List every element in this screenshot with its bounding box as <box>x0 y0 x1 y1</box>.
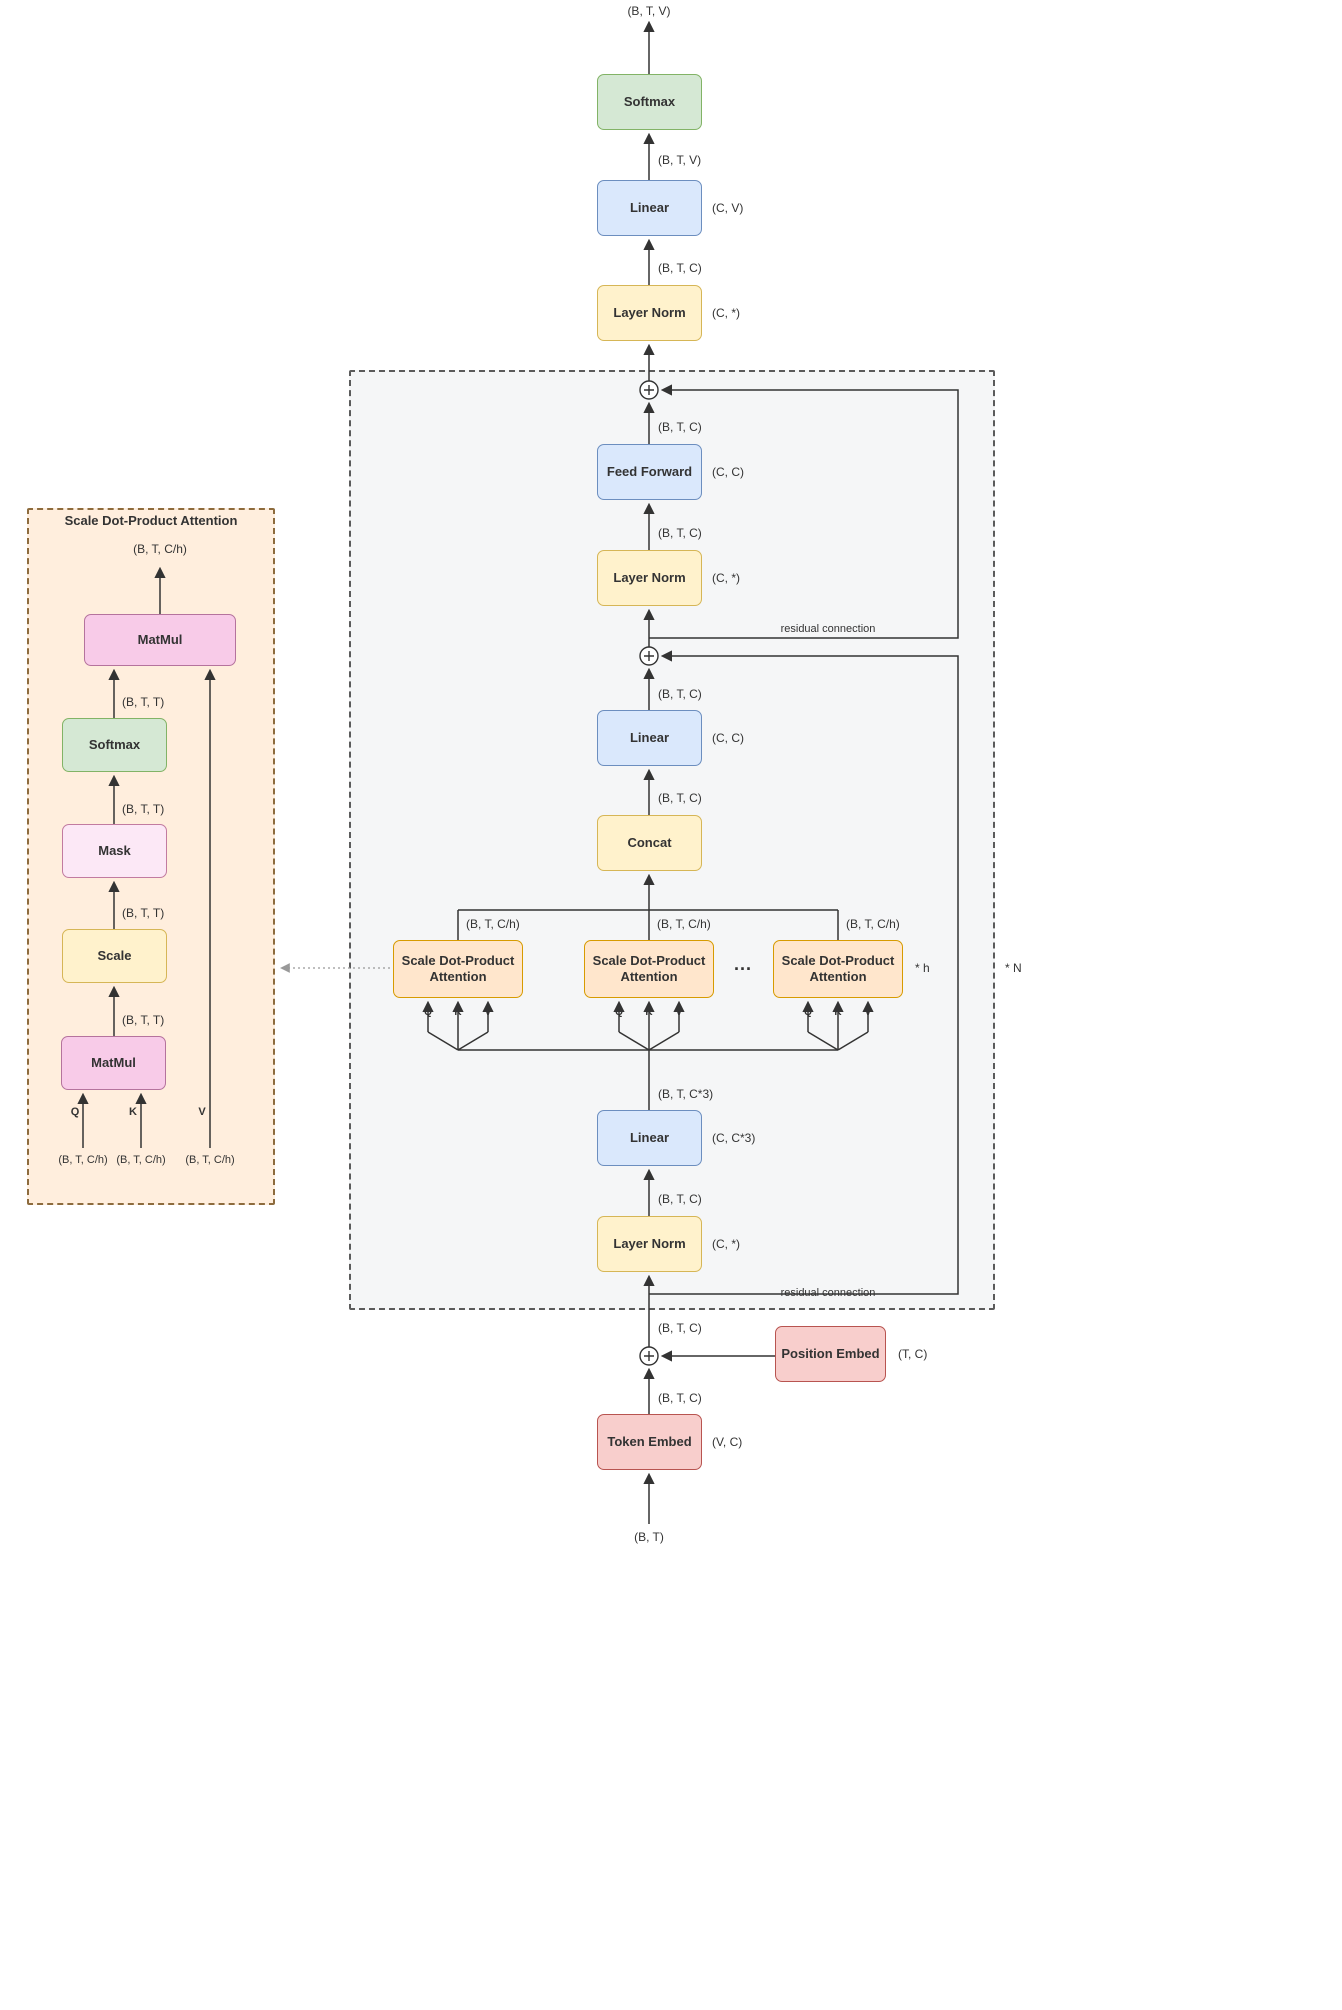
detail-mask-node: Mask <box>62 824 167 878</box>
detail-matmul-qk-node: MatMul <box>61 1036 166 1090</box>
qkv-label-q1: Q <box>424 1007 432 1018</box>
dim-label-output: (B, T, V) <box>627 4 671 18</box>
linear-proj-node: Linear <box>597 710 702 766</box>
qkv-fan-arrows <box>422 1000 874 1110</box>
side-label-tc: (T, C) <box>898 1347 928 1361</box>
detail-dim-label-btt-1: (B, T, T) <box>122 695 165 709</box>
detail-dim-label-btt-4: (B, T, T) <box>122 1013 165 1027</box>
qkv-label-k1: K <box>454 1007 462 1018</box>
qkv-label-v1: V <box>484 1007 492 1018</box>
detail-dim-label-q-input: (B, T, C/h) <box>58 1154 108 1166</box>
layer-norm-ff-node: Layer Norm <box>597 550 702 606</box>
residual-label-1: residual connection <box>780 623 876 635</box>
token-embed-node: Token Embed <box>597 1414 702 1470</box>
qkv-label-q3: Q <box>804 1007 812 1018</box>
multiplier-h-label: * h <box>915 961 930 975</box>
dim-label-btch-head2: (B, T, C/h) <box>657 917 711 931</box>
concat-node: Concat <box>597 815 702 871</box>
qkv-label-k2: K <box>645 1007 653 1018</box>
dim-label-btch-head1: (B, T, C/h) <box>466 917 520 931</box>
attention-head-1-node: Scale Dot-Product Attention <box>393 940 523 998</box>
dim-label-btc-2: (B, T, C) <box>658 420 702 434</box>
detail-softmax-node: Softmax <box>62 718 167 772</box>
detail-q-label: Q <box>70 1106 80 1118</box>
residual-connections <box>649 384 959 1295</box>
detail-dim-label-output: (B, T, C/h) <box>133 542 187 556</box>
detail-arrows <box>77 566 216 1148</box>
side-label-cstar-3: (C, *) <box>712 1237 740 1251</box>
qkv-label-v3: V <box>864 1007 872 1018</box>
dim-label-btch-head3: (B, T, C/h) <box>846 917 900 931</box>
linear-qkv-node: Linear <box>597 1110 702 1166</box>
detail-title: Scale Dot-Product Attention <box>64 513 238 528</box>
qkv-label-k3: K <box>834 1007 842 1018</box>
dim-label-btc-3: (B, T, C) <box>658 526 702 540</box>
detail-k-label: K <box>129 1106 137 1118</box>
dim-label-btc-7: (B, T, C) <box>658 1321 702 1335</box>
dim-label-btc-5: (B, T, C) <box>658 791 702 805</box>
side-label-cstar-2: (C, *) <box>712 571 740 585</box>
position-embed-node: Position Embed <box>775 1326 886 1382</box>
add-circle-embed <box>639 1346 659 1366</box>
layer-norm-final-node: Layer Norm <box>597 285 702 341</box>
detail-dim-label-v-input: (B, T, C/h) <box>185 1154 235 1166</box>
detail-dim-label-btt-3: (B, T, T) <box>122 906 165 920</box>
side-label-cc-1: (C, C) <box>712 465 744 479</box>
qkv-label-v2: V <box>675 1007 683 1018</box>
linear-head-node: Linear <box>597 180 702 236</box>
add-circle-ff <box>639 380 659 400</box>
qkv-label-q2: Q <box>615 1007 623 1018</box>
side-label-vc: (V, C) <box>712 1435 743 1449</box>
residual-label-2: residual connection <box>780 1287 876 1299</box>
side-label-cv: (C, V) <box>712 201 744 215</box>
dim-label-btc-8: (B, T, C) <box>658 1391 702 1405</box>
attention-output-collector <box>457 909 839 940</box>
multiplier-n-label: * N <box>1005 961 1022 975</box>
detail-matmul-output-node: MatMul <box>84 614 236 666</box>
side-label-cc3: (C, C*3) <box>712 1131 756 1145</box>
layer-norm-attn-node: Layer Norm <box>597 1216 702 1272</box>
detail-v-label: V <box>198 1106 206 1118</box>
softmax-output-node: Softmax <box>597 74 702 130</box>
dim-label-btc-1: (B, T, C) <box>658 261 702 275</box>
side-label-cc-2: (C, C) <box>712 731 744 745</box>
dim-label-btv-mid: (B, T, V) <box>658 153 702 167</box>
main-flow-arrows <box>643 20 775 1524</box>
detail-scale-node: Scale <box>62 929 167 983</box>
side-label-cstar-1: (C, *) <box>712 306 740 320</box>
detail-dim-label-k-input: (B, T, C/h) <box>116 1154 166 1166</box>
add-circle-attn <box>639 646 659 666</box>
ellipsis-label: ... <box>733 954 752 974</box>
dim-label-btc-4: (B, T, C) <box>658 687 702 701</box>
attention-head-2-node: Scale Dot-Product Attention <box>584 940 714 998</box>
attention-head-3-node: Scale Dot-Product Attention <box>773 940 903 998</box>
dim-label-input: (B, T) <box>634 1530 664 1544</box>
dim-label-btc-6: (B, T, C) <box>658 1192 702 1206</box>
dim-label-btc3: (B, T, C*3) <box>658 1087 714 1101</box>
detail-dim-label-btt-2: (B, T, T) <box>122 802 165 816</box>
feed-forward-node: Feed Forward <box>597 444 702 500</box>
